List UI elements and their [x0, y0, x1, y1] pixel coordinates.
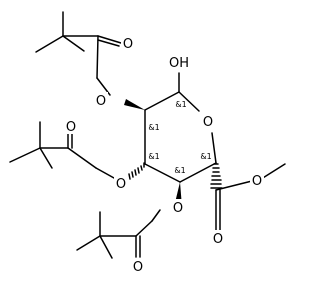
wedge-bond-c2	[124, 99, 145, 110]
stereo-label-c4: &1	[174, 166, 185, 175]
svg-text:O: O	[173, 201, 183, 216]
svg-text:OH: OH	[169, 56, 189, 71]
stereo-label-c2: &1	[148, 123, 159, 132]
svg-text:O: O	[203, 115, 213, 130]
pivaloyl-group-bottom	[76, 209, 161, 259]
atom-ester-oxygen-1: O	[94, 92, 108, 109]
svg-text:O: O	[116, 177, 126, 192]
atom-carbonyl-oxygen-2: O	[64, 118, 78, 135]
atom-methyl-ester-oxygen: O	[250, 172, 264, 189]
svg-text:O: O	[133, 260, 143, 275]
svg-text:O: O	[123, 37, 133, 52]
stereo-label-c3: &1	[148, 152, 159, 161]
atom-ester-oxygen-3: O	[171, 199, 185, 216]
atom-methyl-carbonyl-oxygen: O	[211, 230, 225, 247]
pivaloyl-group-middle	[9, 121, 115, 179]
atom-carbonyl-oxygen-1: O	[121, 35, 135, 52]
stereo-label-c5: &1	[200, 152, 211, 161]
hashed-bond-c3	[128, 162, 145, 180]
svg-text:O: O	[252, 174, 262, 189]
atom-ester-oxygen-2: O	[114, 175, 128, 192]
pivaloyl-group-top	[35, 11, 122, 96]
atom-ring-oxygen: O	[201, 113, 215, 130]
svg-text:O: O	[66, 120, 76, 135]
svg-text:O: O	[96, 94, 106, 109]
atom-oh-top: OH	[168, 54, 190, 71]
pyranose-ring	[144, 91, 217, 183]
svg-text:O: O	[213, 232, 223, 247]
hashed-bond-c5	[210, 163, 223, 189]
stereo-label-c1: &1	[175, 100, 186, 109]
atom-carbonyl-oxygen-3: O	[131, 258, 145, 275]
